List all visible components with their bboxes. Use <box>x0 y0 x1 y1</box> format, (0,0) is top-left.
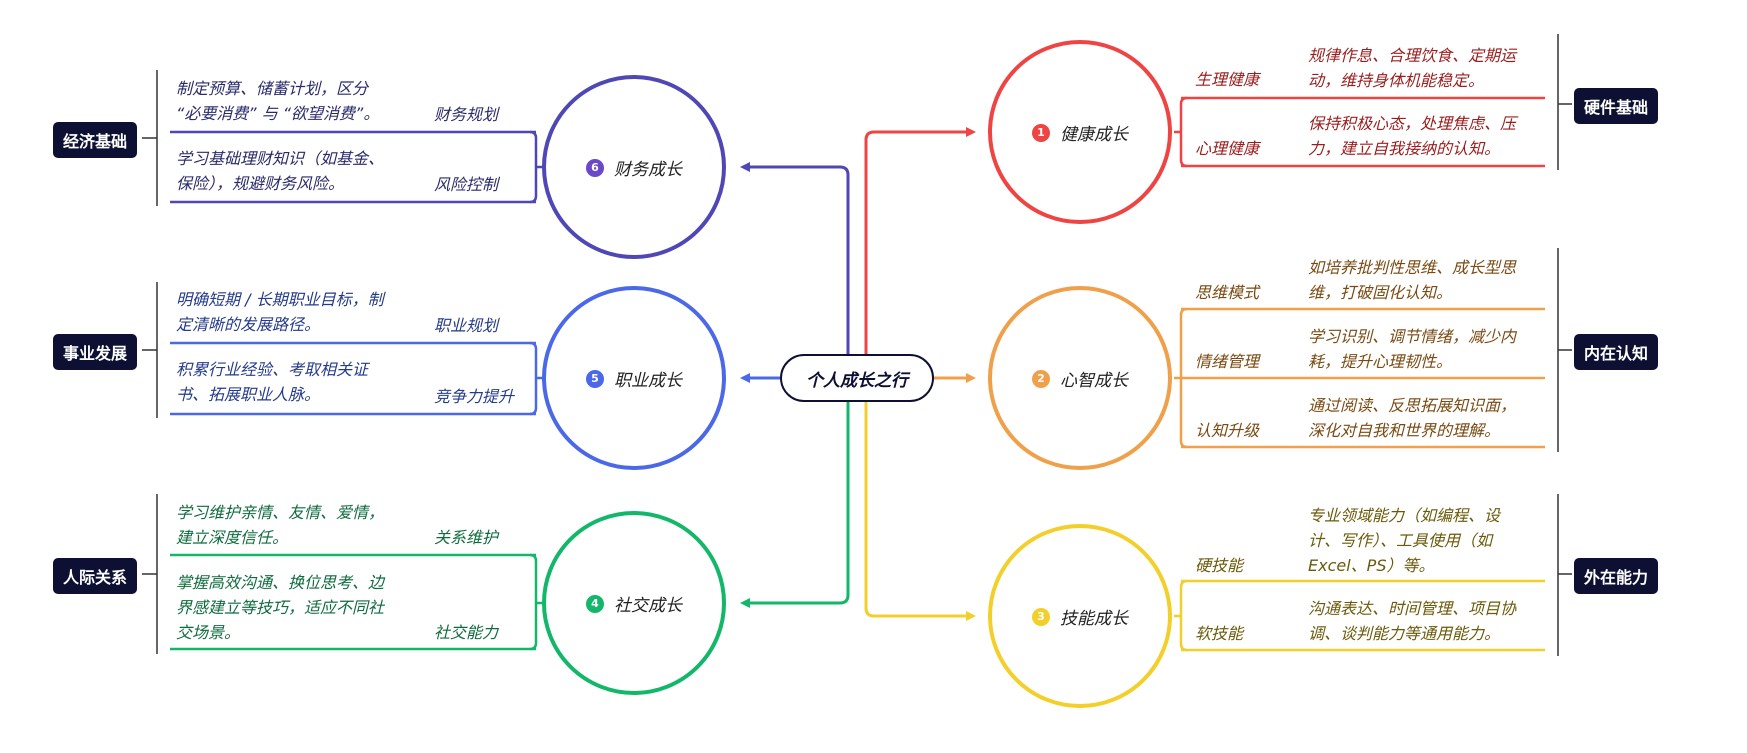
subtopic-label[interactable]: 风险控制 <box>434 175 499 194</box>
arrow-social <box>740 598 750 608</box>
node-health[interactable]: 1 健康成长 <box>1032 120 1128 145</box>
subtopic-label[interactable]: 关系维护 <box>434 528 499 547</box>
subtopic-desc: 学习识别、调节情绪，减少内耗，提升心理韧性。 <box>1308 327 1517 371</box>
number-badge: 2 <box>1032 369 1050 388</box>
subtopic-label[interactable]: 情绪管理 <box>1195 352 1260 371</box>
node-label: 心智成长 <box>1060 371 1128 391</box>
node-label: 职业成长 <box>614 371 682 391</box>
connector-social <box>744 402 850 605</box>
node-mind[interactable]: 2 心智成长 <box>1032 366 1128 391</box>
number-badge: 3 <box>1032 607 1050 626</box>
subtopic-desc: 如培养批判性思维、成长型思维，打破固化认知。 <box>1308 258 1517 302</box>
number-badge: 4 <box>586 594 604 613</box>
number-badge: 6 <box>586 158 604 177</box>
subtopic-label[interactable]: 认知升级 <box>1195 421 1260 440</box>
node-label: 健康成长 <box>1060 125 1128 145</box>
category-tag-relationship: 人际关系 <box>53 558 138 594</box>
node-finance[interactable]: 6 财务成长 <box>586 155 682 180</box>
subtopic-label[interactable]: 生理健康 <box>1195 70 1260 89</box>
category-tag-outer: 外在能力 <box>1574 558 1659 594</box>
subtopic-label[interactable]: 财务规划 <box>434 105 499 124</box>
subtopic-label[interactable]: 心理健康 <box>1195 139 1260 158</box>
node-circle-skill <box>988 524 1172 708</box>
subtopic-label[interactable]: 思维模式 <box>1195 283 1260 302</box>
node-circle-mind <box>988 286 1172 470</box>
subtopic-desc: 学习基础理财知识（如基金、保险），规避财务风险。 <box>176 149 385 193</box>
subtopic-label[interactable]: 软技能 <box>1195 624 1244 643</box>
subtopic-desc: 学习维护亲情、友情、爱情，建立深度信任。 <box>176 503 385 547</box>
node-label: 财务成长 <box>614 160 682 180</box>
category-tag-career: 事业发展 <box>53 334 138 370</box>
subtopic-desc: 沟通表达、时间管理、项目协调、谈判能力等通用能力。 <box>1308 599 1517 643</box>
connector-skill <box>864 402 968 618</box>
arrow-mind <box>966 373 976 383</box>
subtopic-desc: 积累行业经验、考取相关证书、拓展职业人脉。 <box>176 360 369 404</box>
category-tag-economy: 经济基础 <box>53 122 138 158</box>
arrow-health <box>966 127 976 137</box>
subtopic-label[interactable]: 职业规划 <box>434 316 499 335</box>
subtopic-label[interactable]: 社交能力 <box>434 623 499 642</box>
node-circle-health <box>988 40 1172 224</box>
subtopic-label[interactable]: 硬技能 <box>1195 556 1244 575</box>
node-label: 技能成长 <box>1060 609 1128 629</box>
connector-health <box>864 130 968 354</box>
subtopic-desc: 制定预算、储蓄计划，区分“必要消费” 与 “欲望消费”。 <box>176 79 380 123</box>
subtopic-desc: 通过阅读、反思拓展知识面，深化对自我和世界的理解。 <box>1308 396 1517 440</box>
subtopic-desc: 保持积极心态，处理焦虑、压力，建立自我接纳的认知。 <box>1308 114 1517 158</box>
number-badge: 1 <box>1032 123 1050 142</box>
node-skill[interactable]: 3 技能成长 <box>1032 604 1128 629</box>
arrow-skill <box>966 611 976 621</box>
number-badge: 5 <box>586 369 604 388</box>
subtopic-desc: 掌握高效沟通、换位思考、边界感建立等技巧，适应不同社交场景。 <box>176 573 385 642</box>
subtopic-label[interactable]: 竞争力提升 <box>434 387 515 406</box>
subtopic-desc: 规律作息、合理饮食、定期运动，维持身体机能稳定。 <box>1308 46 1517 90</box>
connector-finance <box>744 165 850 354</box>
arrow-career <box>740 373 750 383</box>
category-tag-inner: 内在认知 <box>1574 334 1659 370</box>
subtopic-desc: 明确短期 / 长期职业目标，制定清晰的发展路径。 <box>176 290 384 334</box>
category-tag-hardware: 硬件基础 <box>1574 88 1659 124</box>
node-label: 社交成长 <box>614 596 682 616</box>
arrow-finance <box>740 162 750 172</box>
node-career[interactable]: 5 职业成长 <box>586 366 682 391</box>
central-topic[interactable]: 个人成长之行 <box>780 354 934 402</box>
node-social[interactable]: 4 社交成长 <box>586 591 682 616</box>
